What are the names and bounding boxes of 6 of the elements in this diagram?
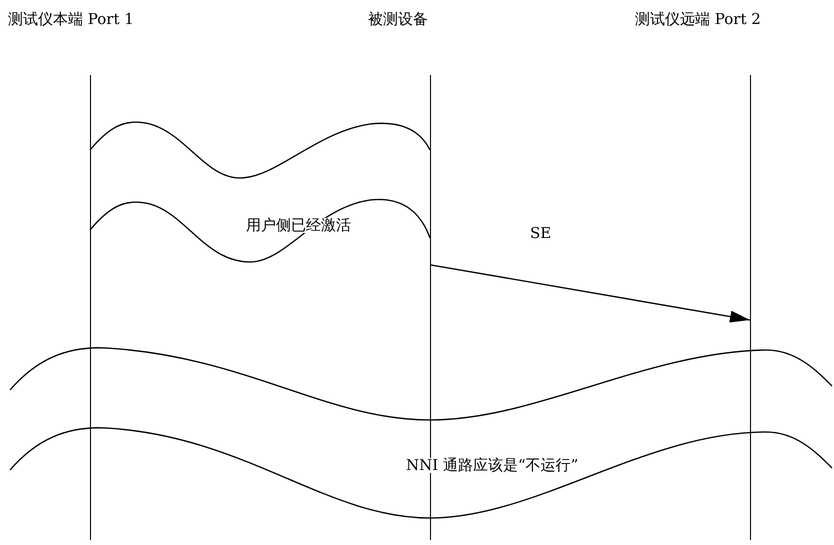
- lifeline-header: 测试仪本端 Port 1: [8, 12, 134, 27]
- band-label: NNI 通路应该是“不运行”: [406, 458, 578, 473]
- band-label: 用户侧已经激活: [246, 218, 351, 233]
- lifeline-header: 测试仪远端 Port 2: [635, 12, 761, 27]
- arrow: [430, 264, 750, 323]
- lifeline-header: 被测设备: [368, 12, 428, 27]
